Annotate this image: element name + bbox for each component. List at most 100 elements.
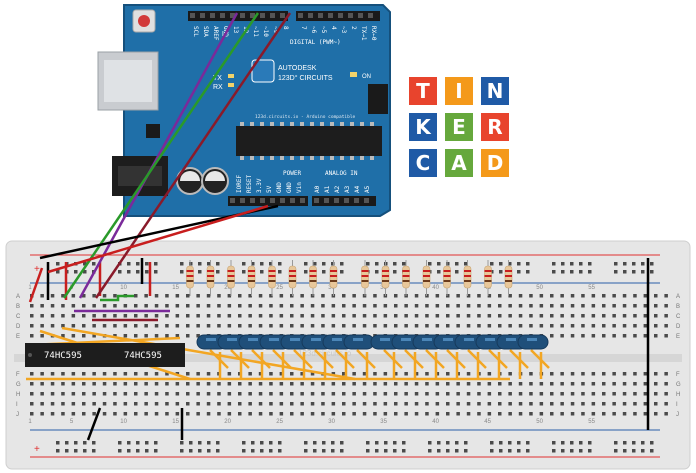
terminal-hole[interactable] bbox=[134, 334, 138, 338]
terminal-hole[interactable] bbox=[102, 412, 107, 416]
terminal-hole[interactable] bbox=[654, 392, 658, 396]
terminal-hole[interactable] bbox=[82, 314, 86, 318]
terminal-hole[interactable] bbox=[123, 372, 128, 376]
terminal-hole[interactable] bbox=[186, 314, 190, 318]
rail-hole[interactable] bbox=[242, 449, 246, 453]
terminal-hole[interactable] bbox=[414, 392, 419, 396]
terminal-hole[interactable] bbox=[404, 372, 408, 376]
terminal-hole[interactable] bbox=[539, 314, 544, 318]
terminal-hole[interactable] bbox=[248, 382, 252, 386]
terminal-hole[interactable] bbox=[310, 412, 315, 416]
terminal-hole[interactable] bbox=[123, 412, 128, 416]
terminal-hole[interactable] bbox=[269, 294, 273, 298]
terminal-hole[interactable] bbox=[82, 392, 86, 396]
terminal-hole[interactable] bbox=[113, 372, 117, 376]
terminal-hole[interactable] bbox=[30, 412, 34, 416]
terminal-hole[interactable] bbox=[102, 392, 107, 396]
terminal-hole[interactable] bbox=[394, 402, 398, 406]
terminal-hole[interactable] bbox=[414, 412, 419, 416]
terminal-hole[interactable] bbox=[581, 294, 585, 298]
rail-hole[interactable] bbox=[650, 441, 654, 445]
orange-wire-diag-2[interactable] bbox=[61, 326, 356, 381]
terminal-hole[interactable] bbox=[40, 324, 44, 328]
terminal-hole[interactable] bbox=[425, 412, 429, 416]
terminal-hole[interactable] bbox=[113, 324, 117, 328]
maroon-wire-pin8[interactable] bbox=[94, 12, 292, 299]
terminal-hole[interactable] bbox=[258, 324, 263, 328]
terminal-hole[interactable] bbox=[498, 314, 502, 318]
led[interactable] bbox=[517, 334, 549, 350]
terminal-hole[interactable] bbox=[518, 324, 523, 328]
terminal-hole[interactable] bbox=[570, 334, 575, 338]
terminal-hole[interactable] bbox=[581, 372, 585, 376]
rail-hole[interactable] bbox=[278, 449, 282, 453]
terminal-hole[interactable] bbox=[352, 304, 356, 308]
rail-hole[interactable] bbox=[552, 449, 556, 453]
terminal-hole[interactable] bbox=[40, 304, 44, 308]
rail-hole[interactable] bbox=[216, 262, 220, 266]
breadboard-holes[interactable] bbox=[30, 262, 668, 453]
terminal-hole[interactable] bbox=[186, 324, 190, 328]
terminal-hole[interactable] bbox=[227, 314, 232, 318]
terminal-hole[interactable] bbox=[144, 392, 148, 396]
rail-hole[interactable] bbox=[437, 270, 441, 274]
terminal-hole[interactable] bbox=[238, 392, 242, 396]
terminal-hole[interactable] bbox=[123, 392, 128, 396]
terminal-hole[interactable] bbox=[30, 324, 34, 328]
terminal-hole[interactable] bbox=[248, 294, 252, 298]
digital-pin-hole[interactable] bbox=[318, 13, 323, 18]
terminal-hole[interactable] bbox=[321, 382, 325, 386]
terminal-hole[interactable] bbox=[290, 304, 294, 308]
terminal-hole[interactable] bbox=[633, 304, 637, 308]
rail-hole[interactable] bbox=[526, 441, 530, 445]
terminal-hole[interactable] bbox=[560, 324, 564, 328]
analog-pin-hole[interactable] bbox=[314, 198, 319, 203]
terminal-hole[interactable] bbox=[643, 392, 648, 396]
terminal-hole[interactable] bbox=[217, 402, 221, 406]
terminal-hole[interactable] bbox=[622, 294, 627, 298]
terminal-hole[interactable] bbox=[633, 392, 637, 396]
terminal-hole[interactable] bbox=[92, 392, 96, 396]
terminal-hole[interactable] bbox=[50, 382, 55, 386]
terminal-hole[interactable] bbox=[300, 294, 304, 298]
power-pin-hole[interactable] bbox=[240, 198, 245, 203]
rail-hole[interactable] bbox=[402, 449, 406, 453]
orange-led-link-diag[interactable] bbox=[425, 349, 445, 369]
rail-hole[interactable] bbox=[446, 441, 450, 445]
terminal-hole[interactable] bbox=[352, 372, 356, 376]
rail-hole[interactable] bbox=[216, 270, 220, 274]
terminal-hole[interactable] bbox=[50, 402, 55, 406]
digital-pin-hole[interactable] bbox=[200, 13, 205, 18]
terminal-hole[interactable] bbox=[71, 392, 76, 396]
terminal-hole[interactable] bbox=[373, 402, 377, 406]
power-pin-hole[interactable] bbox=[230, 198, 235, 203]
terminal-hole[interactable] bbox=[144, 334, 148, 338]
terminal-hole[interactable] bbox=[102, 402, 107, 406]
rail-hole[interactable] bbox=[393, 262, 397, 266]
rail-hole[interactable] bbox=[464, 441, 468, 445]
rail-hole[interactable] bbox=[83, 262, 87, 266]
rail-hole[interactable] bbox=[561, 270, 565, 274]
terminal-hole[interactable] bbox=[186, 412, 190, 416]
terminal-hole[interactable] bbox=[487, 402, 492, 406]
terminal-hole[interactable] bbox=[529, 294, 533, 298]
terminal-hole[interactable] bbox=[144, 412, 148, 416]
terminal-hole[interactable] bbox=[383, 304, 388, 308]
terminal-hole[interactable] bbox=[373, 294, 377, 298]
rail-hole[interactable] bbox=[641, 449, 645, 453]
rail-hole[interactable] bbox=[552, 262, 556, 266]
rail-hole[interactable] bbox=[304, 262, 308, 266]
rail-hole[interactable] bbox=[180, 270, 184, 274]
terminal-hole[interactable] bbox=[331, 372, 336, 376]
terminal-hole[interactable] bbox=[61, 304, 65, 308]
rail-hole[interactable] bbox=[632, 449, 636, 453]
terminal-hole[interactable] bbox=[290, 412, 294, 416]
rail-hole[interactable] bbox=[561, 449, 565, 453]
terminal-hole[interactable] bbox=[654, 412, 658, 416]
terminal-hole[interactable] bbox=[643, 402, 648, 406]
terminal-hole[interactable] bbox=[425, 314, 429, 318]
rail-hole[interactable] bbox=[517, 262, 521, 266]
terminal-hole[interactable] bbox=[550, 334, 554, 338]
digital-pin-hole[interactable] bbox=[348, 13, 353, 18]
terminal-hole[interactable] bbox=[518, 294, 523, 298]
